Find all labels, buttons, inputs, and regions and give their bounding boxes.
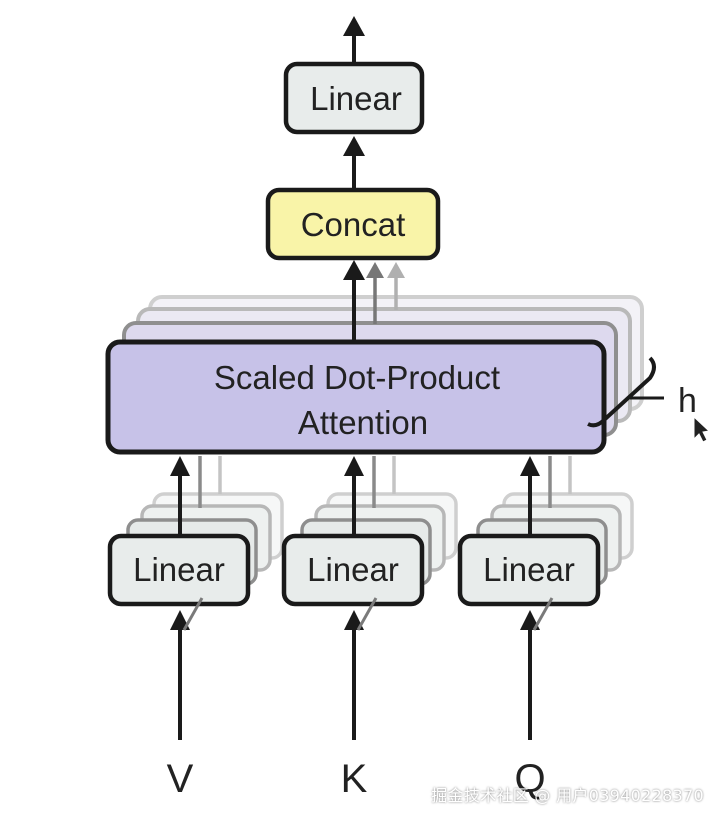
linear-q-rect bbox=[457, 533, 601, 607]
heads-label: h bbox=[678, 382, 697, 420]
input-label-k: K bbox=[341, 757, 368, 801]
input-arrow-q bbox=[520, 597, 554, 740]
concat-label: Concat bbox=[301, 206, 406, 243]
linear-k-label: Linear bbox=[307, 551, 399, 588]
attention-box: Scaled Dot-Product Attention bbox=[105, 339, 607, 455]
concat-box: Concat bbox=[265, 187, 441, 261]
linear-q-label: Linear bbox=[483, 551, 575, 588]
attention-rect bbox=[105, 339, 607, 455]
attention-to-concat-arrow bbox=[343, 260, 365, 342]
input-arrow-v bbox=[170, 597, 204, 740]
concat-to-linear-arrow bbox=[343, 136, 365, 190]
cursor-pointer-icon bbox=[693, 415, 711, 443]
concat-rect bbox=[265, 187, 441, 261]
input-arrow-k bbox=[344, 597, 378, 740]
attention-to-concat-ghost-arrows bbox=[366, 262, 405, 324]
linear-stack-k: Linear bbox=[281, 456, 458, 607]
linear-stack-v: Linear bbox=[107, 456, 284, 607]
output-linear-rect bbox=[283, 61, 425, 135]
linear-v-label: Linear bbox=[133, 551, 225, 588]
heads-bracket: h bbox=[587, 356, 697, 428]
input-label-v: V bbox=[167, 757, 194, 801]
watermark-text: 掘金技术社区 @ 用户03940228370 bbox=[431, 786, 704, 805]
output-linear-label: Linear bbox=[310, 80, 402, 117]
attention-label-line2: Attention bbox=[298, 404, 428, 441]
input-label-q: Q bbox=[514, 757, 545, 801]
linear-stack-q: Linear bbox=[457, 456, 634, 607]
output-arrow bbox=[343, 16, 365, 62]
linear-k-rect bbox=[281, 533, 425, 607]
attention-label-line1: Scaled Dot-Product bbox=[214, 359, 500, 396]
linear-v-rect bbox=[107, 533, 251, 607]
output-linear-box: Linear bbox=[283, 61, 425, 135]
